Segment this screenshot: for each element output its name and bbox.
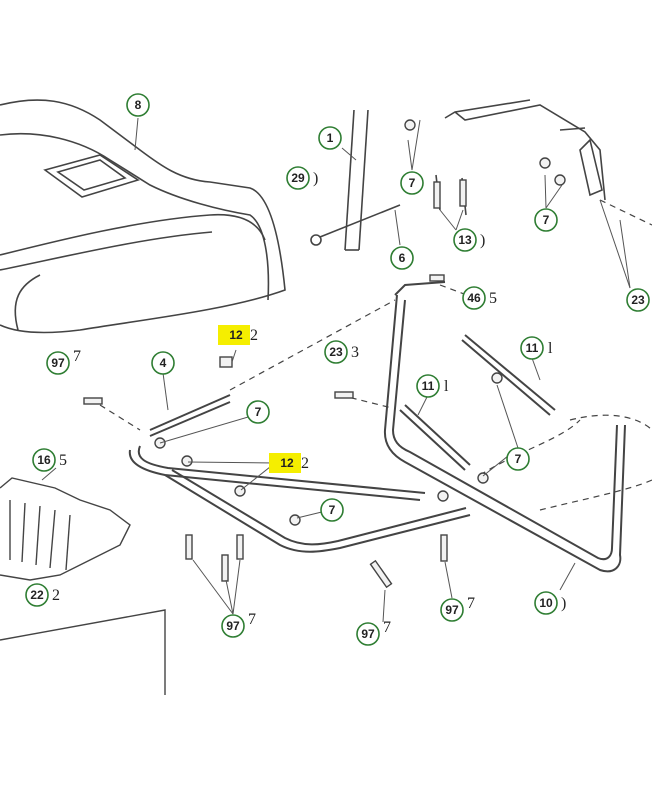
callout-7: 7 xyxy=(534,208,558,232)
callout-label: 23 xyxy=(329,345,343,359)
callout-97: 97 7 xyxy=(440,595,475,622)
deck-body-outline xyxy=(0,99,286,334)
callout-label: 46 xyxy=(467,291,481,305)
callout-suffix: 7 xyxy=(73,348,81,365)
callout-22: 22 2 xyxy=(25,583,60,607)
callout-6: 6 xyxy=(390,246,414,270)
callout-11: 11 l xyxy=(520,336,553,360)
callout-10: 10 ) xyxy=(534,591,566,615)
lower-left-bracket xyxy=(0,477,166,695)
callout-7: 7 xyxy=(506,447,530,471)
callout-label: 97 xyxy=(445,603,459,617)
callout-label: 13 xyxy=(458,233,472,247)
callout-label: 7 xyxy=(329,503,336,517)
callout-suffix: 2 xyxy=(52,587,60,604)
callout-11: 11 l xyxy=(416,374,449,398)
callout-suffix: 7 xyxy=(383,619,391,636)
callout-label: 11 xyxy=(526,341,539,355)
callout-label: 1 xyxy=(327,131,334,145)
callout-97: 97 7 xyxy=(221,611,256,638)
callout-suffix: l xyxy=(548,340,553,357)
callout-suffix: 5 xyxy=(489,290,497,307)
callout-label: 16 xyxy=(37,453,51,467)
callout-29: 29 ) xyxy=(286,166,318,190)
callout-label: 10 xyxy=(539,596,553,610)
callout-suffix: ) xyxy=(313,170,318,187)
callout-label: 7 xyxy=(543,213,550,227)
callout-label: 8 xyxy=(135,98,142,112)
callout-16: 16 5 xyxy=(32,448,67,472)
callout-8: 8 xyxy=(126,93,150,117)
callout-97: 97 7 xyxy=(356,619,391,646)
callout-12: 12 2 xyxy=(218,325,258,345)
callout-label: 4 xyxy=(160,356,167,370)
callout-label: 97 xyxy=(226,619,240,633)
callout-label: 22 xyxy=(30,588,44,602)
callout-suffix: 2 xyxy=(301,455,309,472)
frame-rods xyxy=(128,281,626,573)
callout-suffix: 2 xyxy=(250,327,258,344)
callout-label: 97 xyxy=(51,356,65,370)
callout-12: 12 2 xyxy=(269,453,309,473)
callout-4: 4 xyxy=(151,351,175,375)
callout-suffix: 7 xyxy=(248,611,256,628)
callout-suffix: ) xyxy=(561,595,566,612)
callout-suffix: 5 xyxy=(59,452,67,469)
callout-7: 7 xyxy=(400,171,424,195)
callout-label: 23 xyxy=(631,293,645,307)
callout-label: 6 xyxy=(399,251,406,265)
callout-1: 1 xyxy=(318,126,342,150)
callout-label: 12 xyxy=(280,456,294,470)
callout-label: 12 xyxy=(229,328,243,342)
highlight-marker xyxy=(269,453,301,473)
highlight-marker xyxy=(218,325,250,345)
callout-suffix: ) xyxy=(480,232,485,249)
callout-7: 7 xyxy=(246,400,270,424)
callout-suffix: 7 xyxy=(467,595,475,612)
callout-46: 46 5 xyxy=(462,286,497,310)
callout-23: 23 3 xyxy=(324,340,359,364)
callout-label: 11 xyxy=(422,379,435,393)
callout-label: 7 xyxy=(409,176,416,190)
callout-23: 23 xyxy=(626,288,650,312)
callout-suffix: 3 xyxy=(351,344,359,361)
callout-13: 13 ) xyxy=(453,228,485,252)
callout-suffix: l xyxy=(444,378,449,395)
callout-label: 29 xyxy=(291,171,305,185)
callout-label: 7 xyxy=(515,452,522,466)
leader-lines xyxy=(41,117,631,623)
callout-97: 97 7 xyxy=(46,348,81,375)
callout-label: 7 xyxy=(255,405,262,419)
callout-7: 7 xyxy=(320,498,344,522)
callout-label: 97 xyxy=(361,627,375,641)
